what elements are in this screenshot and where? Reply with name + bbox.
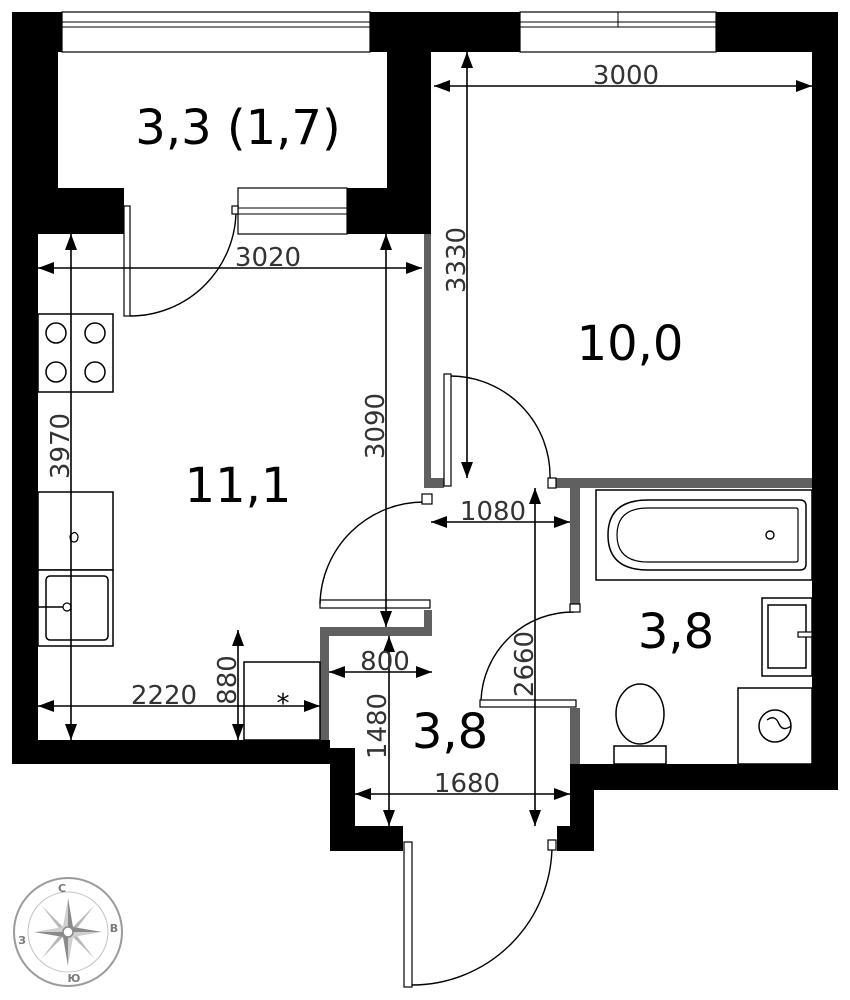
dim-kitchen-width: 3020 — [235, 243, 301, 273]
fixtures: * — [37, 313, 813, 765]
ventilation-shaft-icon: * — [243, 661, 321, 741]
dim-bath-depth: 2660 — [510, 631, 540, 697]
interior-partitions — [320, 234, 812, 764]
area-kitchen-living: 11,1 — [185, 458, 292, 514]
dim-hall-depth: 1480 — [363, 693, 393, 759]
svg-text:*: * — [277, 689, 290, 719]
doors — [123, 205, 581, 988]
compass-south: Ю — [68, 972, 81, 985]
dim-niche-width: 800 — [360, 647, 410, 677]
kitchen-sink-icon — [37, 569, 114, 647]
stove-icon — [37, 313, 114, 393]
washbasin-icon — [761, 597, 813, 677]
countertop-icon — [37, 491, 114, 571]
windows — [61, 11, 717, 235]
compass-rose-icon: С Ю З В — [13, 877, 123, 987]
dim-kitchen-inner-depth: 3090 — [361, 393, 391, 459]
dim-corridor-width: 1080 — [460, 497, 526, 527]
dim-bedroom-width: 3000 — [593, 61, 659, 91]
dim-niche-depth: 880 — [213, 655, 243, 705]
dim-bedroom-depth: 3330 — [442, 227, 472, 293]
area-bathroom: 3,8 — [638, 604, 714, 660]
toilet-icon — [613, 683, 667, 765]
dim-kitchen-lower-width: 2220 — [131, 681, 197, 711]
washing-machine-icon — [737, 687, 813, 765]
compass-east: В — [110, 922, 118, 935]
exterior-walls — [12, 12, 838, 851]
area-bedroom: 10,0 — [577, 316, 684, 372]
room-areas: 3,3 (1,7) 10,0 11,1 3,8 3,8 — [135, 100, 714, 760]
dimension-labels: 3000 3330 3020 3970 3090 1080 2660 800 1… — [46, 61, 659, 799]
area-balcony: 3,3 (1,7) — [135, 100, 340, 156]
compass-north: С — [58, 882, 66, 895]
dim-hall-width: 1680 — [434, 769, 500, 799]
dimension-lines — [38, 52, 812, 826]
compass-west: З — [18, 934, 26, 947]
bathtub-icon — [595, 489, 813, 581]
area-hallway: 3,8 — [412, 704, 488, 760]
dim-kitchen-depth: 3970 — [46, 413, 76, 479]
